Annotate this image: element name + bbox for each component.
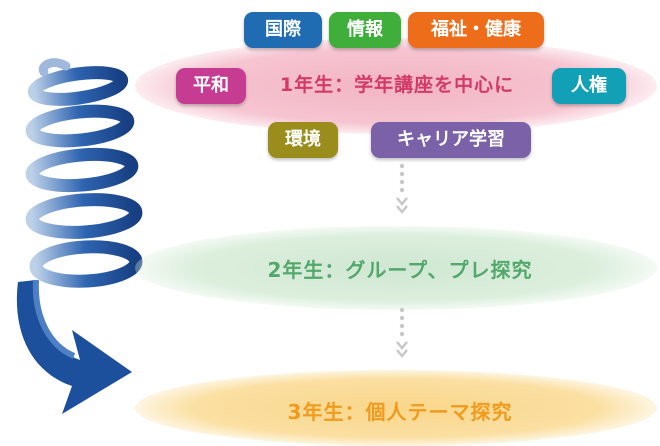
tag-career-gakushu: キャリア学習: [371, 122, 531, 158]
tag-fukushi-kenkou: 福祉・健康: [408, 12, 544, 48]
connector-2-chevron-icon: [396, 307, 408, 358]
stage-3-label: 3年生：個人テーマ探究: [287, 400, 513, 424]
tag-heiwa: 平和: [176, 68, 246, 104]
connector-1-chevron-icon: [396, 163, 408, 214]
tag-jouhou: 情報: [329, 12, 401, 48]
stage-1-label: 1年生：学年講座を中心に: [279, 74, 515, 96]
stage-2-label: 2年生：グループ、プレ探究: [267, 258, 533, 282]
stage-3-ellipse: [135, 370, 657, 446]
tag-kankyo: 環境: [268, 122, 338, 158]
spiral-arrow-icon: [16, 58, 143, 414]
tag-jinken: 人権: [552, 68, 626, 104]
tag-kokusai: 国際: [244, 12, 322, 48]
stage-2-ellipse: [135, 226, 657, 310]
